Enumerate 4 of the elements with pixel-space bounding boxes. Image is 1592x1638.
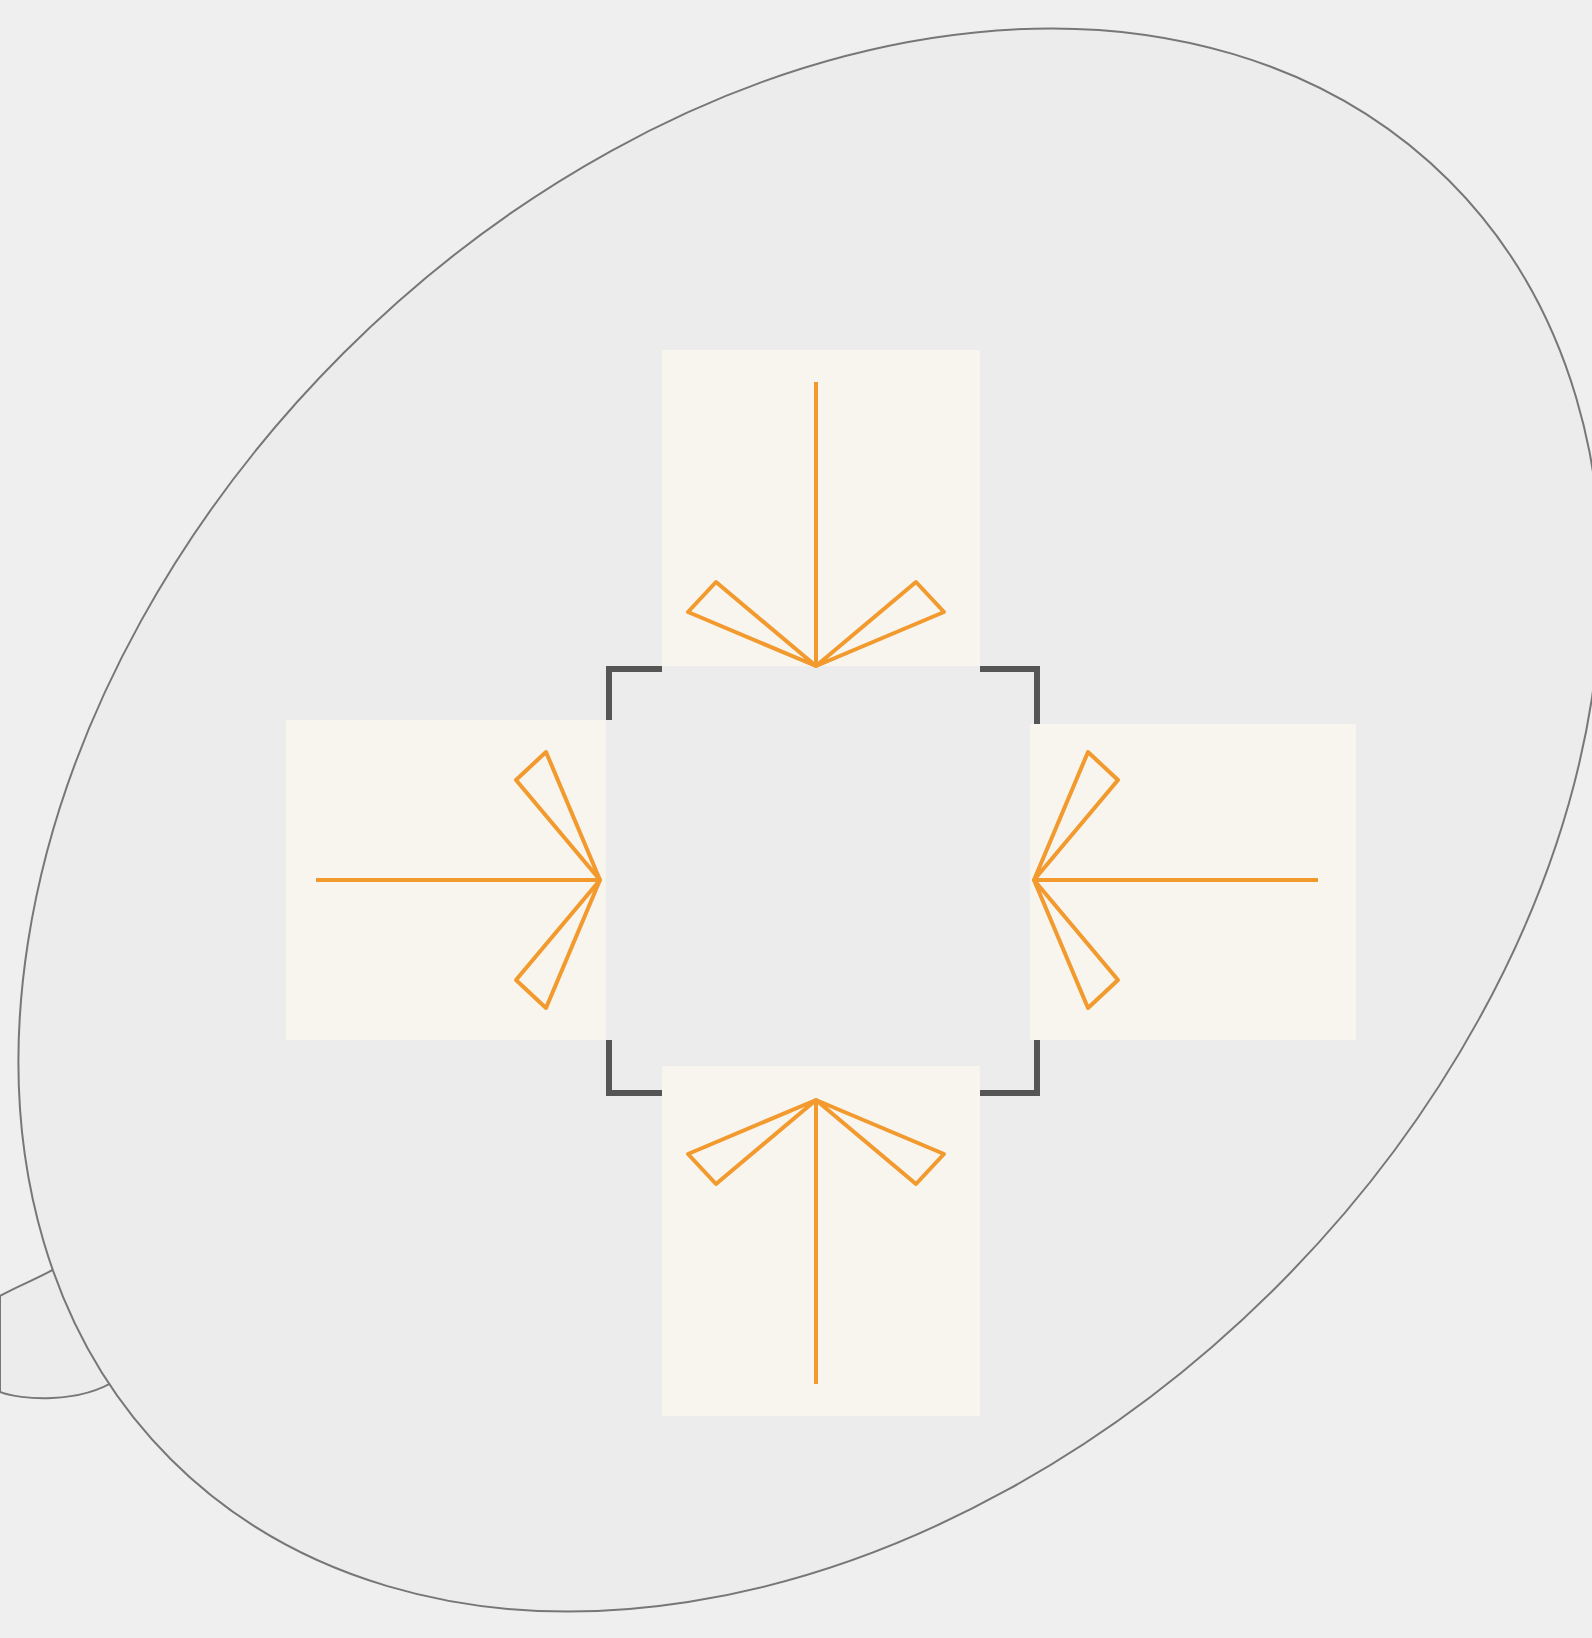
arrow-panel (662, 1066, 980, 1416)
arrow-panel (1030, 724, 1356, 1040)
arrow-panel (662, 350, 980, 666)
arrow-panel (286, 720, 606, 1040)
